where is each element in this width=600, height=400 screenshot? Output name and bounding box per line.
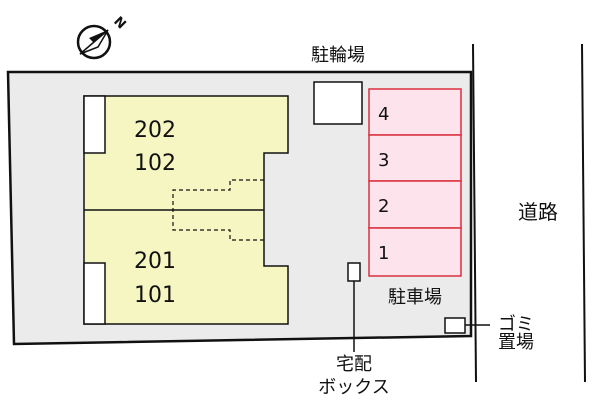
parking-space-1 bbox=[368, 227, 462, 277]
parking-space-1-label: 1 bbox=[378, 243, 389, 264]
parking-space-2-label: 2 bbox=[378, 196, 389, 217]
unit-101: 101 bbox=[134, 283, 176, 308]
south-arrow-icon bbox=[79, 29, 109, 55]
bicycle-parking-area bbox=[313, 81, 363, 125]
unit-102: 102 bbox=[134, 151, 176, 176]
unit-201: 201 bbox=[134, 249, 176, 274]
delivery-box-marker bbox=[347, 262, 361, 282]
balcony-lower bbox=[83, 262, 106, 325]
north-label: N bbox=[110, 14, 128, 32]
garbage-label-line2: 置場 bbox=[498, 332, 534, 353]
road-label: 道路 bbox=[518, 200, 558, 224]
parking-spaces: 4 3 2 1 bbox=[368, 88, 462, 277]
garbage-area-marker bbox=[444, 317, 466, 334]
road-edge-right bbox=[581, 43, 586, 383]
bicycle-parking-label: 駐輪場 bbox=[311, 45, 365, 66]
road-edge-left bbox=[472, 43, 477, 383]
stairs-dashed-outline bbox=[172, 179, 264, 241]
garbage-label-line1: ゴミ bbox=[498, 314, 534, 335]
delivery-box-label-line2: ボックス bbox=[318, 377, 389, 398]
compass: N bbox=[76, 14, 129, 60]
balcony-upper bbox=[83, 95, 106, 154]
apartment-building: 202 102 201 101 bbox=[83, 95, 289, 325]
unit-202: 202 bbox=[134, 118, 176, 143]
parking-space-4-label: 4 bbox=[378, 104, 389, 125]
parking-label: 駐車場 bbox=[388, 287, 442, 308]
delivery-box-label-line1: 宅配 bbox=[336, 354, 372, 375]
parking-space-3-label: 3 bbox=[378, 150, 389, 171]
